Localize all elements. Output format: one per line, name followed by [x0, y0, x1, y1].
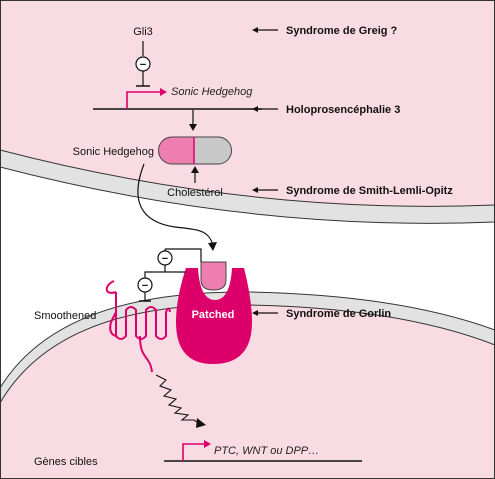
cholesterol-label: Cholestérol — [167, 187, 223, 199]
target-cell-membrane — [0, 291, 495, 404]
secretion-arrowhead-icon — [208, 242, 217, 251]
syndrome-smith-lemli-opitz: Syndrome de Smith-Lemli-Opitz — [286, 185, 453, 197]
target-promoter-arrow — [182, 443, 205, 461]
patched-receptor — [176, 268, 252, 364]
slo-arrowhead-icon — [252, 187, 258, 193]
expression-arrowhead-icon — [189, 124, 197, 131]
patched-inhibition-line — [144, 271, 186, 278]
target-promoter-arrowhead-icon — [204, 440, 211, 448]
shh-promoter-arrow — [126, 91, 160, 109]
shh-inhibition-sign: − — [162, 253, 168, 265]
cholesterol-arrowhead-icon — [191, 166, 199, 173]
shh-n-terminal-domain — [158, 136, 195, 165]
shh-protein-label: Sonic Hedgehog — [73, 146, 154, 158]
bound-shh-ligand — [200, 261, 227, 291]
syndrome-holoprosencephaly: Holoprosencéphalie 3 — [286, 104, 400, 116]
signal-cascade — [155, 374, 201, 425]
shh-inhibition-line — [165, 248, 202, 262]
gli3-label: Gli3 — [133, 26, 153, 38]
target-cell — [0, 304, 495, 479]
shh-promoter-arrowhead-icon — [160, 88, 167, 96]
producing-cell — [0, 0, 495, 207]
syndrome-greig: Syndrome de Greig ? — [286, 25, 398, 37]
holoprosencephaly-arrowhead-icon — [252, 106, 258, 112]
smoothened-receptor — [105, 280, 171, 340]
target-gene-list: PTC, WNT ou DPP… — [214, 445, 319, 457]
smoothened-label: Smoothened — [34, 310, 96, 322]
shh-gene-label: Sonic Hedgehog — [171, 86, 253, 98]
shh-c-terminal-domain — [193, 136, 232, 165]
patched-label: Patched — [192, 309, 235, 321]
signal-arrowhead-icon — [196, 418, 206, 428]
syndrome-gorlin: Syndrome de Gorlin — [286, 308, 391, 320]
smoothened-loop — [109, 311, 117, 337]
patched-inhibition-sign: − — [142, 280, 148, 292]
secretion-path — [137, 163, 214, 246]
greig-arrowhead-icon — [252, 27, 258, 33]
target-genes-label: Gènes cibles — [34, 456, 98, 468]
producing-cell-membrane — [0, 149, 495, 224]
gorlin-arrowhead-icon — [252, 310, 258, 316]
smoothened-tail — [139, 335, 153, 373]
gli3-inhibition-sign: − — [140, 59, 146, 71]
